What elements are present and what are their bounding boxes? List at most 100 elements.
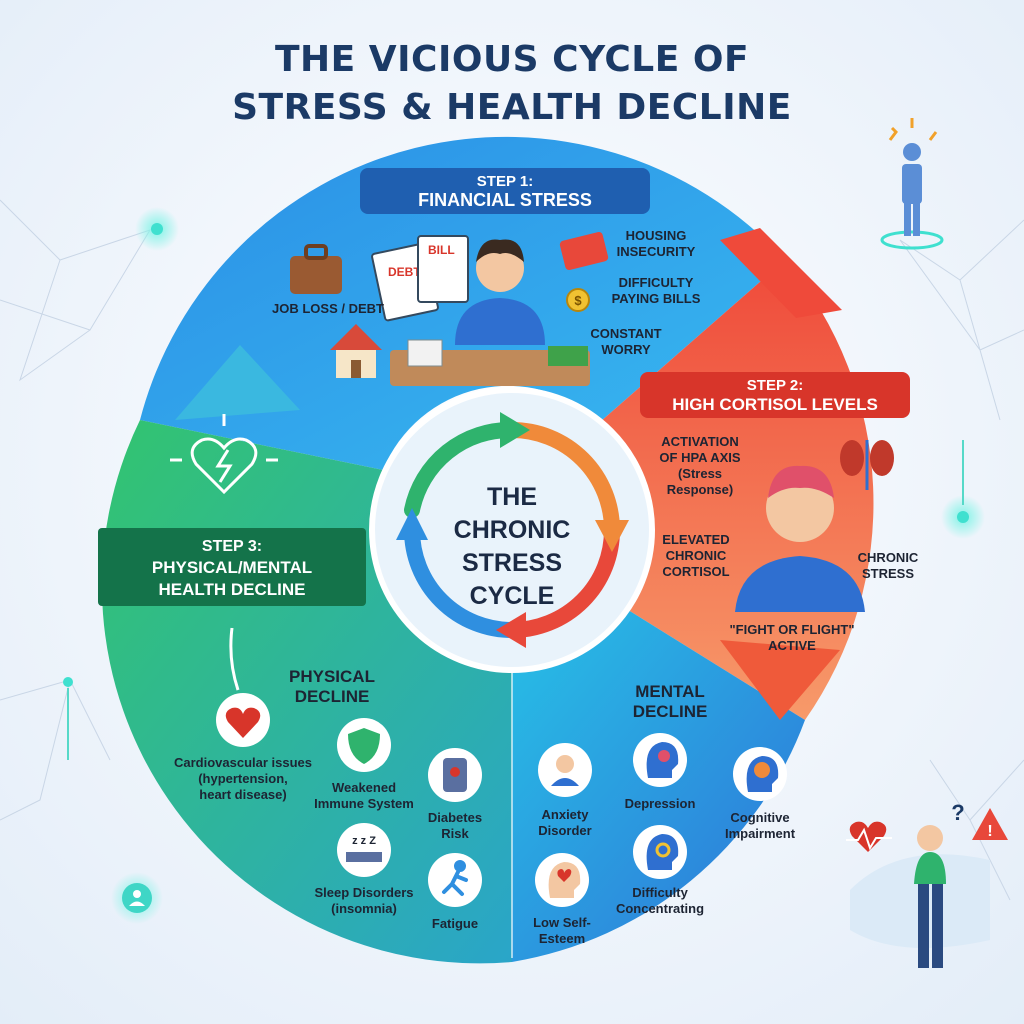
- dollar-coin-icon: $: [566, 288, 590, 312]
- anxious-person-icon: [551, 755, 579, 786]
- cardio-label-3: heart disease): [199, 787, 286, 802]
- sleep-z-icon: z z Z: [352, 835, 376, 847]
- arrow-decline-to-financial-icon: [175, 345, 300, 420]
- heart-organ-icon: [225, 707, 261, 738]
- housing-label-1: HOUSING: [626, 228, 687, 243]
- center-label: THE CHRONIC STRESS CYCLE: [454, 483, 571, 610]
- house-icon: [330, 324, 382, 378]
- cardio-label-1: Cardiovascular issues: [174, 755, 312, 770]
- esteem-label-1: Low Self-: [533, 915, 591, 930]
- step1-labels: JOB LOSS / DEBT HOUSING INSECURITY DIFFI…: [272, 228, 701, 357]
- chronic-label-1: CHRONIC: [858, 550, 919, 565]
- center-cycle-arrows-icon: [396, 412, 629, 648]
- immune-label-2: Immune System: [314, 796, 414, 811]
- hpa-label-4: Response): [667, 482, 733, 497]
- network-background: [0, 199, 1024, 901]
- gear-head-icon: [646, 834, 679, 870]
- page-title: THE VICIOUS CYCLE OF STRESS & HEALTH DEC…: [0, 36, 1024, 132]
- concentrating-label-2: Concentrating: [616, 901, 704, 916]
- step2-labels: ACTIVATION OF HPA AXIS (Stress Response)…: [659, 434, 919, 653]
- bills-label-1: DIFFICULTY: [619, 275, 694, 290]
- step3-banner: STEP 3: PHYSICAL/MENTAL HEALTH DECLINE: [98, 528, 366, 606]
- chronic-label-2: STRESS: [862, 566, 914, 581]
- arrow-cortisol-to-decline-icon: [720, 640, 840, 720]
- step1-banner: STEP 1: FINANCIAL STRESS: [360, 168, 650, 214]
- fight-label-2: ACTIVE: [768, 638, 816, 653]
- step3-title-2: HEALTH DECLINE: [158, 580, 305, 599]
- heart-bolt-icon: [170, 414, 278, 495]
- center-line-2: CHRONIC: [454, 516, 571, 544]
- cognitive-label-1: Cognitive: [730, 810, 789, 825]
- concentrating-label-1: Difficulty: [632, 885, 688, 900]
- worry-label-1: CONSTANT: [590, 326, 661, 341]
- depression-label: Depression: [625, 796, 696, 811]
- stressed-standing-figure-icon: [880, 118, 944, 250]
- glow-nodes: [63, 207, 985, 760]
- step2-number: STEP 2:: [747, 377, 803, 394]
- job-loss-label: JOB LOSS / DEBT: [272, 301, 384, 316]
- mental-heading-1: MENTAL: [635, 682, 705, 701]
- cognitive-label-2: Impairment: [725, 826, 796, 841]
- debt-doc-label: DEBT: [388, 265, 421, 279]
- step2-title: HIGH CORTISOL LEVELS: [672, 395, 878, 414]
- heart-rate-icon: [846, 821, 892, 852]
- financial-stress-segment: [140, 136, 785, 470]
- step2-banner: STEP 2: HIGH CORTISOL LEVELS: [640, 372, 910, 418]
- bills-label-2: PAYING BILLS: [612, 291, 701, 306]
- kidney-icon: [840, 440, 894, 490]
- physical-heading-2: DECLINE: [295, 687, 370, 706]
- diabetes-label-1: Diabetes: [428, 810, 482, 825]
- center-line-4: CYCLE: [470, 582, 555, 610]
- center-line-3: STRESS: [462, 549, 562, 577]
- center-line-1: THE: [487, 483, 537, 511]
- low-esteem-head-icon: [548, 862, 581, 898]
- step1-title: FINANCIAL STRESS: [418, 190, 592, 210]
- bill-doc-label: BILL: [428, 243, 455, 257]
- hpa-label-3: (Stress: [678, 466, 722, 481]
- cortisol-label-1: ELEVATED: [662, 532, 729, 547]
- anxiety-label-1: Anxiety: [542, 807, 590, 822]
- step3-title-1: PHYSICAL/MENTAL: [152, 558, 312, 577]
- depression-head-icon: [646, 742, 679, 778]
- cortisol-label-3: CORTISOL: [662, 564, 729, 579]
- running-figure-icon: [442, 860, 468, 896]
- user-node-icon: [111, 872, 163, 924]
- up-arrow-icon: [229, 627, 240, 691]
- stressed-person-icon: [390, 239, 590, 386]
- physical-heading-1: PHYSICAL: [289, 667, 375, 686]
- immune-label-1: Weakened: [332, 780, 396, 795]
- step1-number: STEP 1:: [477, 173, 533, 190]
- brain-head-icon: [746, 756, 779, 792]
- worried-person-icon: [850, 825, 990, 968]
- title-line-1: THE VICIOUS CYCLE OF: [274, 39, 750, 80]
- alert-triangle-icon: !: [972, 808, 1008, 840]
- mental-decline-section: MENTAL DECLINE Anxiety Disorder Depressi…: [533, 682, 796, 946]
- anxiety-label-2: Disorder: [538, 823, 591, 838]
- shield-icon: [348, 728, 380, 764]
- briefcase-icon: [290, 244, 342, 294]
- worry-label-2: WORRY: [601, 342, 651, 357]
- sleep-label-1: Sleep Disorders: [315, 885, 414, 900]
- arrow-financial-to-cortisol-icon: [720, 228, 842, 318]
- svg-text:$: $: [574, 293, 582, 308]
- hpa-label-1: ACTIVATION: [661, 434, 739, 449]
- credit-card-icon: [559, 231, 609, 271]
- esteem-label-2: Esteem: [539, 931, 585, 946]
- cortisol-label-2: CHRONIC: [666, 548, 727, 563]
- cortisol-person-icon: [735, 465, 865, 612]
- physical-decline-section: PHYSICAL DECLINE Cardiovascular issues (…: [174, 667, 482, 931]
- question-mark-icon: ?: [951, 800, 964, 825]
- cardio-label-2: (hypertension,: [198, 771, 288, 786]
- alert-mark: !: [987, 823, 992, 840]
- bed-icon: [346, 852, 382, 862]
- fight-label-1: "FIGHT OR FLIGHT": [730, 622, 855, 637]
- diabetes-label-2: Risk: [441, 826, 469, 841]
- fatigue-label: Fatigue: [432, 916, 478, 931]
- sleep-label-2: (insomnia): [331, 901, 397, 916]
- title-line-2: STRESS & HEALTH DECLINE: [232, 87, 792, 128]
- step3-number: STEP 3:: [202, 538, 262, 555]
- mental-heading-2: DECLINE: [633, 702, 708, 721]
- hpa-label-2: OF HPA AXIS: [659, 450, 740, 465]
- housing-label-2: INSECURITY: [617, 244, 696, 259]
